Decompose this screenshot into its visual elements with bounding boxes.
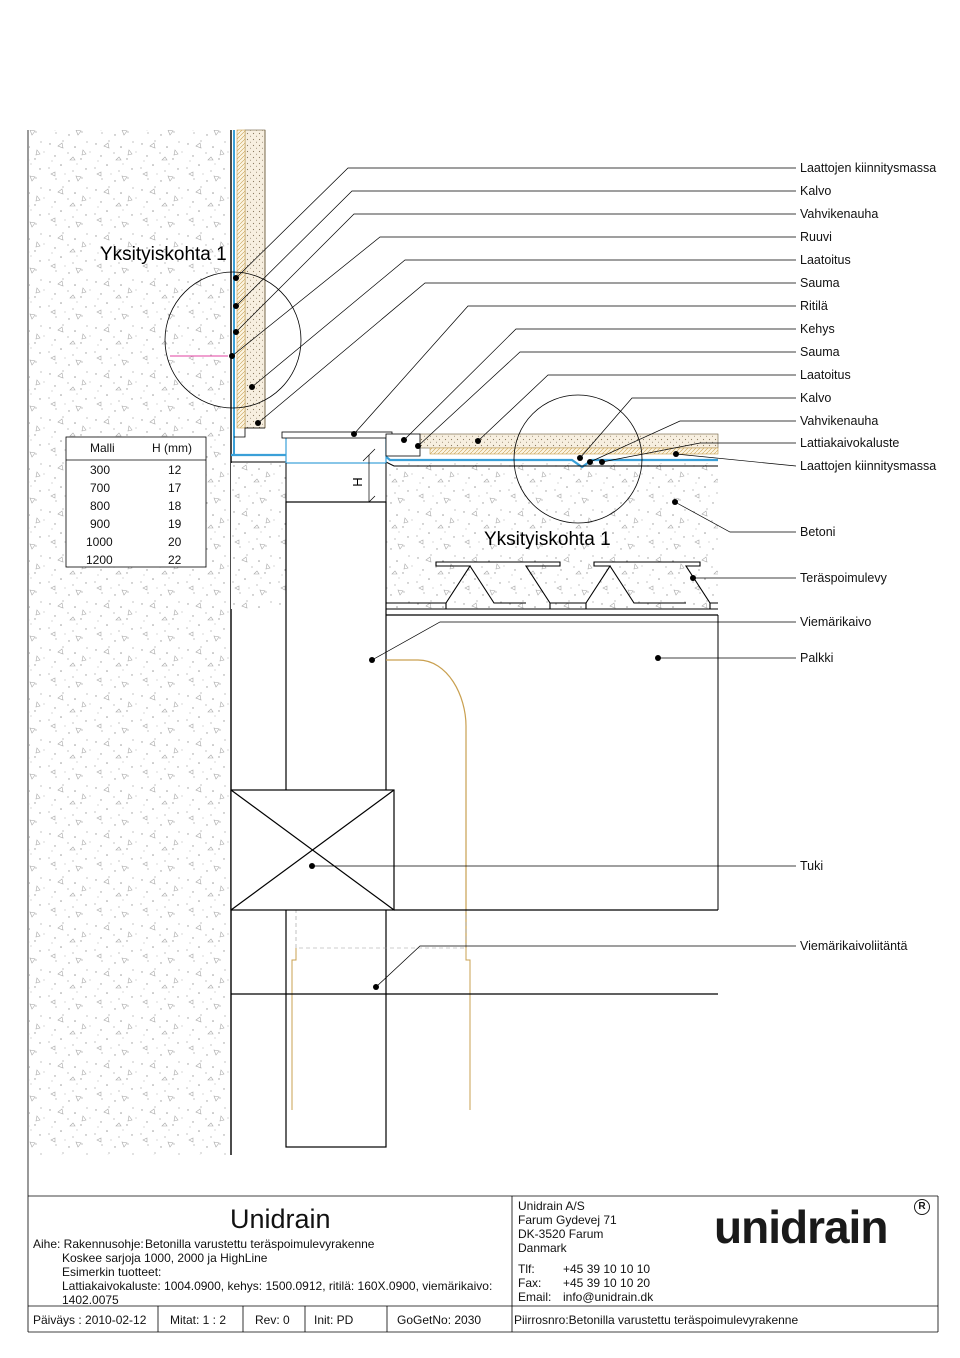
company-address-1: Farum Gydevej 71 [518,1213,617,1227]
gogetno-label: GoGetNo: 2030 [397,1313,482,1327]
wall-tile-layer [244,129,266,429]
size-table-header-h: H (mm) [152,441,192,455]
dimension-h-label: H [350,477,365,486]
callout-label: Viemärikaivoliitäntä [800,939,908,953]
scale-label: Mitat: 1 : 2 [170,1313,227,1327]
email-value: info@unidrain.dk [563,1290,654,1304]
date-label: Päiväys : 2010-02-12 [33,1313,147,1327]
callout-dots [229,275,696,990]
callout-label: Betoni [800,525,835,539]
products-line-1: Lattiakaivokaluste: 1004.0900, kehys: 15… [62,1279,493,1293]
callout-label: Teräspoimulevy [800,571,888,585]
floor-tile-layer [419,433,719,449]
size-table-model: 700 [90,481,111,495]
detail-circle-top [164,271,302,409]
products-line-2: 1402.0075 [62,1293,119,1307]
callout-label: Laattojen kiinnitysmassa [800,459,936,473]
size-table-model: 900 [90,517,111,531]
callout-label: Tuki [800,859,823,873]
subject-value: Betonilla varustettu teräspoimulevyraken… [145,1237,375,1251]
size-table-h: 17 [168,481,182,495]
callout-label: Laattojen kiinnitysmassa [800,161,936,175]
steel-deck [386,561,718,610]
detail-circle-mid [513,394,643,524]
support-block [230,789,395,911]
company-address-2: DK-3520 Farum [518,1227,604,1241]
company-country: Danmark [518,1241,567,1255]
callout-label: Viemärikaivo [800,615,871,629]
init-label: Init: PD [314,1313,354,1327]
size-table-h: 20 [168,535,182,549]
callout-label: Sauma [800,276,840,290]
fax-value: +45 39 10 10 20 [563,1276,651,1290]
callout-label: Vahvikenauha [800,414,878,428]
size-table-h: 22 [168,553,182,567]
subject-label: Aihe: Rakennusohje: [33,1237,144,1251]
series-line: Koskee sarjoja 1000, 2000 ja HighLine [62,1251,268,1265]
size-table-h: 12 [168,463,182,477]
rev-label: Rev: 0 [255,1313,290,1327]
detail-label-mid: Yksityiskohta 1 [484,529,611,550]
callout-label: Palkki [800,651,833,665]
size-table-model: 1200 [86,553,113,567]
tlf-label: Tlf: [518,1262,535,1276]
brand-title: Unidrain [230,1204,331,1234]
fax-label: Fax: [518,1276,542,1290]
drawing-name: Piirrosnro:Betonilla varustettu teräspoi… [514,1313,799,1327]
callout-label: Ritilä [800,299,828,313]
tlf-value: +45 39 10 10 10 [563,1262,651,1276]
callout-leaders [231,167,797,988]
size-table-header-model: Malli [90,441,115,455]
unidrain-logo: unidrain [714,1201,888,1253]
size-table-model: 800 [90,499,111,513]
callout-label: Vahvikenauha [800,207,878,221]
detail-label-top: Yksityiskohta 1 [100,244,227,265]
email-label: Email: [518,1290,552,1304]
callout-label: Laatoitus [800,368,851,382]
callout-label: Sauma [800,345,840,359]
callout-label: Ruuvi [800,230,832,244]
callout-label: Kalvo [800,391,831,405]
size-table-model: 1000 [86,535,113,549]
size-table [65,436,207,568]
callout-label: Kalvo [800,184,831,198]
concrete-wall [29,130,231,1155]
callout-label: Kehys [800,322,835,336]
size-table-h: 18 [168,499,182,513]
callout-label: Lattiakaivokaluste [800,436,899,450]
company-name: Unidrain A/S [518,1199,585,1213]
size-table-h: 19 [168,517,182,531]
callout-labels: Laattojen kiinnitysmassa Kalvo Vahvikena… [800,161,936,953]
size-table-model: 300 [90,463,111,477]
callout-label: Laatoitus [800,253,851,267]
drain-frame [285,436,387,464]
examples-label: Esimerkin tuotteet: [62,1265,162,1279]
registered-mark-icon: R [914,1199,930,1215]
